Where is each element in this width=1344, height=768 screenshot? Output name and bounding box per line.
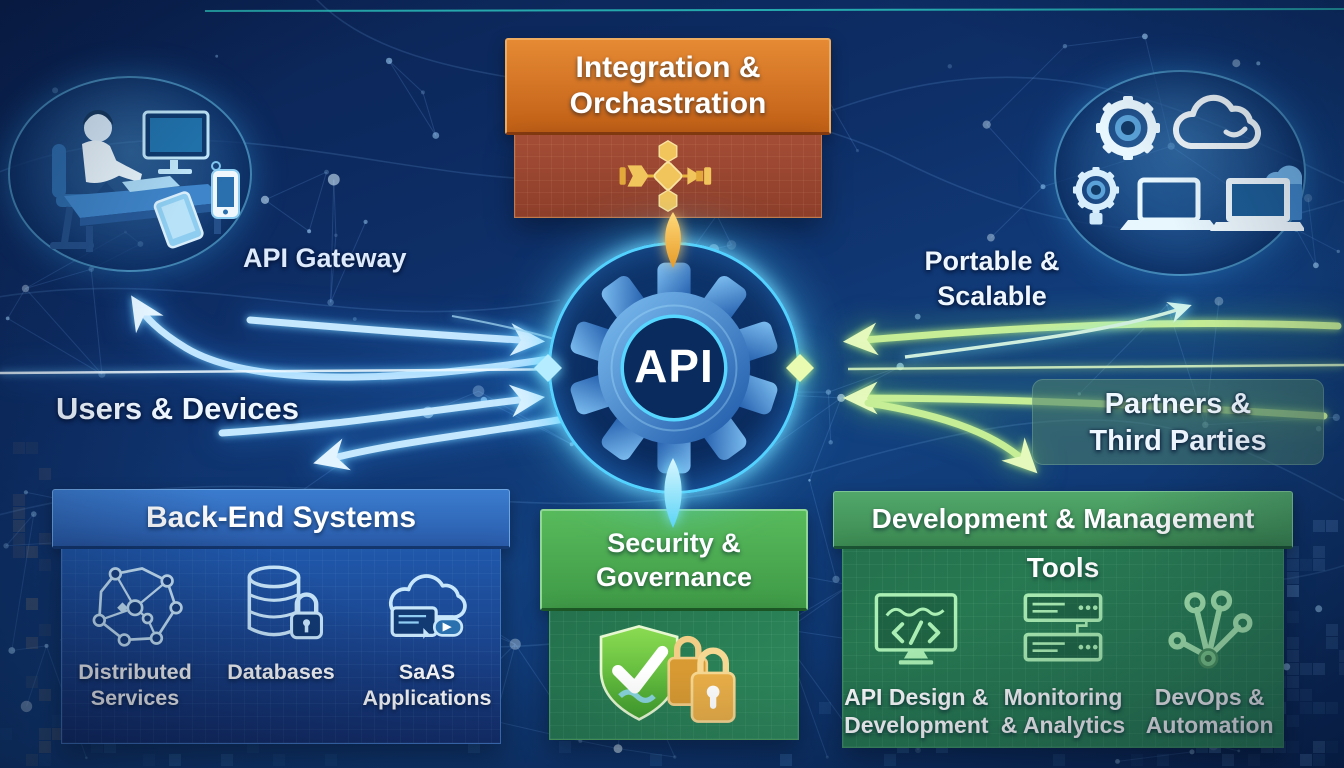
api-core: API (548, 242, 800, 494)
cloud-icon (1173, 94, 1261, 149)
cyan-diamond-spark (534, 354, 562, 382)
cloud-devices-illustration (1072, 94, 1306, 231)
padlock-icon (690, 647, 736, 723)
gear-icon (1072, 166, 1120, 225)
devops-icon (1168, 590, 1253, 669)
shield-check-lock-icon (599, 624, 736, 723)
laptop-icon (1120, 177, 1218, 230)
arrow-to-dev-tools (864, 399, 1038, 474)
saas-cloud-icon (388, 574, 467, 639)
api-design-icon (875, 593, 958, 665)
users-devices-oval (8, 76, 252, 272)
arrow-to-partners-oval (904, 302, 1192, 359)
integration-orchestration-box: Integration & Orchastration (505, 38, 831, 218)
gold-teardrop-connector (665, 212, 681, 268)
monitoring-icon (1023, 593, 1103, 662)
dev-box-title-line2: Tools (1026, 552, 1100, 583)
cyan-teardrop-connector (664, 458, 682, 528)
checkmark-icon (612, 645, 669, 694)
arrow-partners-to-api-top (842, 320, 1342, 356)
partners-third-parties-label: Partners & Third Parties (1032, 379, 1324, 465)
arrow-users-to-api-top (246, 316, 546, 356)
dev-item-monitoring: Monitoring& Analytics (990, 588, 1137, 739)
backend-box-title: Back-End Systems (52, 489, 510, 549)
arrow-users-to-api-bottom (218, 384, 546, 437)
database-lock-icon (247, 565, 324, 640)
laptop-icon (1210, 178, 1306, 231)
integration-box-title: Integration & Orchastration (505, 38, 831, 135)
api-gateway-label: API Gateway (243, 243, 407, 273)
green-diamond-spark (786, 354, 814, 382)
arrow-to-backend (313, 410, 596, 471)
right-straight-line (847, 363, 1344, 371)
left-straight-line (0, 367, 601, 375)
users-devices-label: Users & Devices (56, 391, 299, 426)
api-gear-icon: API (570, 262, 778, 474)
dev-item-api-design: API Design &Development (843, 588, 990, 739)
portable-scalable-label: Portable & Scalable (924, 246, 1060, 311)
dev-management-tools-box: Development & Management Tools API Desig… (833, 491, 1293, 748)
backend-item-databases: Databases (208, 562, 354, 711)
api-label: API (634, 340, 713, 392)
partners-devices-oval (1054, 70, 1306, 276)
orchestration-icon (619, 139, 712, 213)
person-at-desk-illustration (50, 110, 240, 252)
dev-box-title: Development & Management (833, 491, 1293, 549)
dev-item-devops: DevOps &Automation (1136, 588, 1283, 739)
top-teal-line (204, 8, 1344, 12)
distributed-services-icon (92, 567, 183, 647)
gear-icon (1096, 96, 1160, 160)
